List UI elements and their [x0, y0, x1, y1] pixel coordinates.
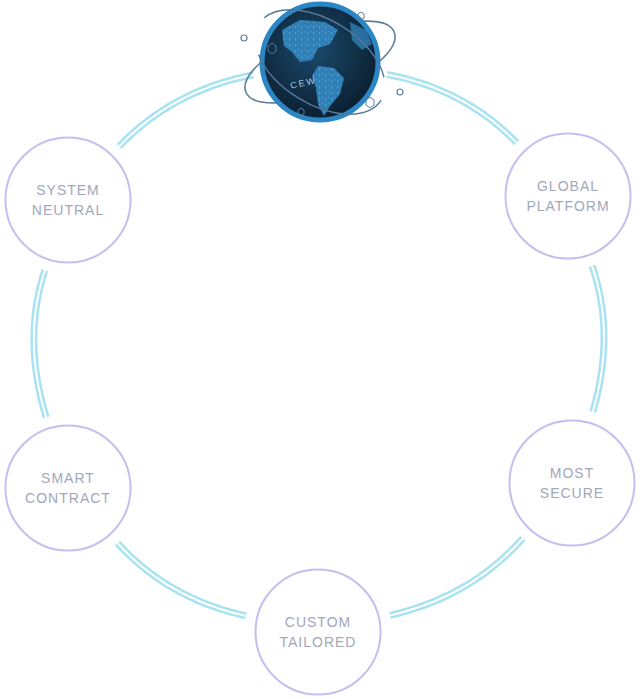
feature-circle: CUSTOM TAILORED [254, 568, 382, 696]
connector-gap [387, 74, 517, 142]
connector-gap [390, 538, 523, 615]
hex-marks [268, 12, 374, 116]
orbit-knot [397, 89, 403, 95]
connector-outer [34, 270, 46, 417]
double-connector [592, 266, 604, 412]
double-connector [390, 538, 523, 615]
connector-outer [390, 538, 523, 615]
circle-outline [254, 568, 382, 696]
continent-texture [312, 66, 344, 116]
circle-border [506, 134, 631, 259]
feature-label: SMART CONTRACT [25, 468, 111, 508]
connector-gap [118, 543, 246, 616]
feature-circle: SYSTEM NEUTRAL [4, 136, 132, 264]
circle-border [6, 426, 131, 551]
connector-outer [118, 543, 246, 616]
feature-label: SYSTEM NEUTRAL [32, 180, 104, 220]
circle-outline [4, 424, 132, 552]
circle-border [510, 421, 635, 546]
double-connector [119, 75, 253, 147]
connector-outer [119, 75, 253, 147]
orbit-knot [241, 35, 247, 41]
feature-label: GLOBAL PLATFORM [526, 176, 609, 216]
circle-outline [4, 136, 132, 264]
circle-outline [508, 419, 636, 547]
continent [282, 20, 338, 62]
connector-gap [119, 75, 253, 147]
feature-circle: SMART CONTRACT [4, 424, 132, 552]
globe-node: CEW [262, 4, 378, 120]
circle-border [256, 570, 381, 695]
feature-circle: MOST SECURE [508, 419, 636, 547]
connector-gap [34, 270, 46, 417]
globe [235, 0, 406, 136]
circle-border [6, 138, 131, 263]
continent-texture [282, 20, 338, 62]
globe-body [262, 4, 378, 120]
connector-outer [592, 266, 604, 412]
double-connector [34, 270, 46, 417]
double-connector [387, 74, 517, 142]
feature-label: CUSTOM TAILORED [280, 612, 357, 652]
feature-label: MOST SECURE [540, 463, 604, 503]
continent [350, 22, 372, 50]
continent [312, 66, 344, 116]
globe-label: CEW [289, 75, 317, 90]
connector-gap [592, 266, 604, 412]
connector-outer [387, 74, 517, 142]
feature-circle: GLOBAL PLATFORM [504, 132, 632, 260]
orbit [237, 0, 404, 136]
double-connector [118, 543, 246, 616]
circle-outline [504, 132, 632, 260]
